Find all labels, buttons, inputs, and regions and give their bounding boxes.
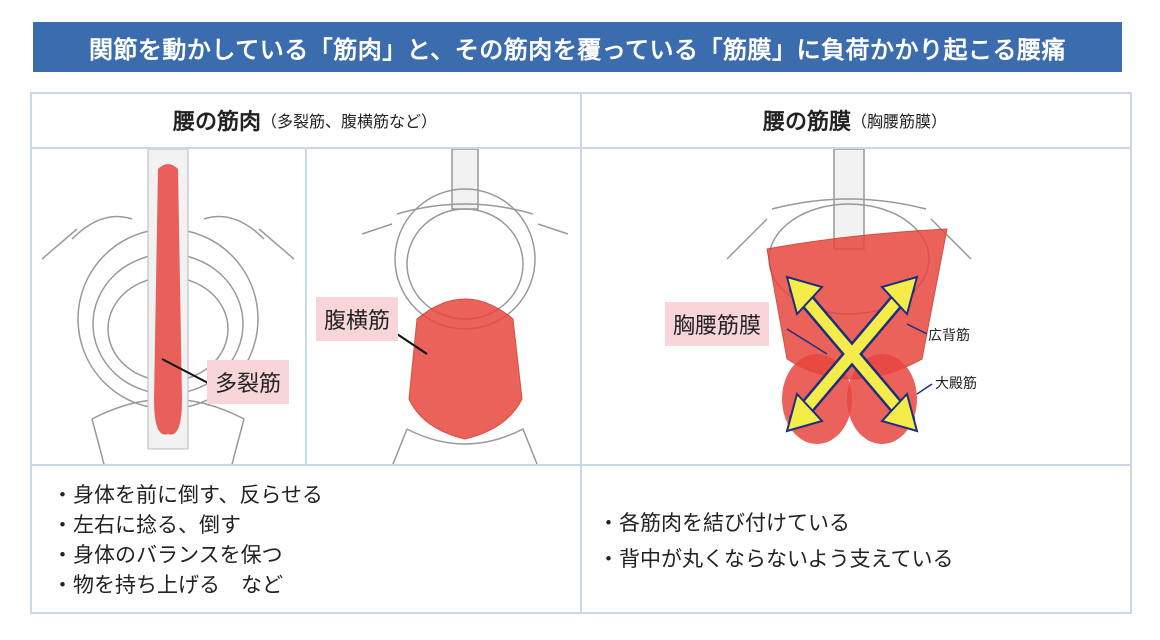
- heading-note: （胸腰筋膜）: [851, 112, 948, 131]
- column-divider: [580, 92, 582, 612]
- title-banner: 関節を動かしている「筋肉」と、その筋肉を覆っている「筋膜」に負荷かかり起こる腰痛: [33, 22, 1122, 72]
- right-heading: 腰の筋膜 （胸腰筋膜）: [580, 92, 1130, 148]
- bullet-item: ・身体のバランスを保つ: [52, 543, 283, 567]
- transversus-muscle: [408, 298, 523, 440]
- heading-note: （多裂筋、腹横筋など）: [261, 112, 438, 131]
- row-divider: [30, 464, 1130, 466]
- image-divider: [305, 148, 307, 465]
- fascia-illustration: [726, 149, 972, 444]
- label-latissimus: 広背筋: [928, 328, 970, 344]
- heading-text: 腰の筋肉: [172, 110, 261, 135]
- row-divider: [30, 147, 1130, 149]
- left-heading: 腰の筋肉 （多裂筋、腹横筋など）: [30, 92, 580, 148]
- label-transversus: 腹横筋: [316, 297, 399, 341]
- transversus-illustration: [361, 149, 569, 464]
- label-gluteus: 大殿筋: [935, 376, 977, 392]
- bullet-item: ・各筋肉を結び付けている: [598, 511, 850, 535]
- label-multifidus: 多裂筋: [207, 360, 290, 404]
- bullet-item: ・身体を前に倒す、反らせる: [52, 483, 323, 507]
- label-fascia: 胸腰筋膜: [665, 302, 770, 346]
- bullet-item: ・物を持ち上げる など: [52, 573, 283, 597]
- bullet-item: ・背中が丸くならないよう支えている: [598, 547, 954, 571]
- multifidus-muscle: [154, 164, 182, 435]
- bullet-item: ・左右に捻る、倒す: [52, 513, 241, 537]
- heading-text: 腰の筋膜: [762, 110, 851, 135]
- left-bullets: ・身体を前に倒す、反らせる ・左右に捻る、倒す ・身体のバランスを保つ ・物を持…: [52, 480, 323, 600]
- multifidus-illustration: [41, 149, 295, 464]
- right-bullets: ・各筋肉を結び付けている ・背中が丸くならないよう支えている: [598, 505, 954, 577]
